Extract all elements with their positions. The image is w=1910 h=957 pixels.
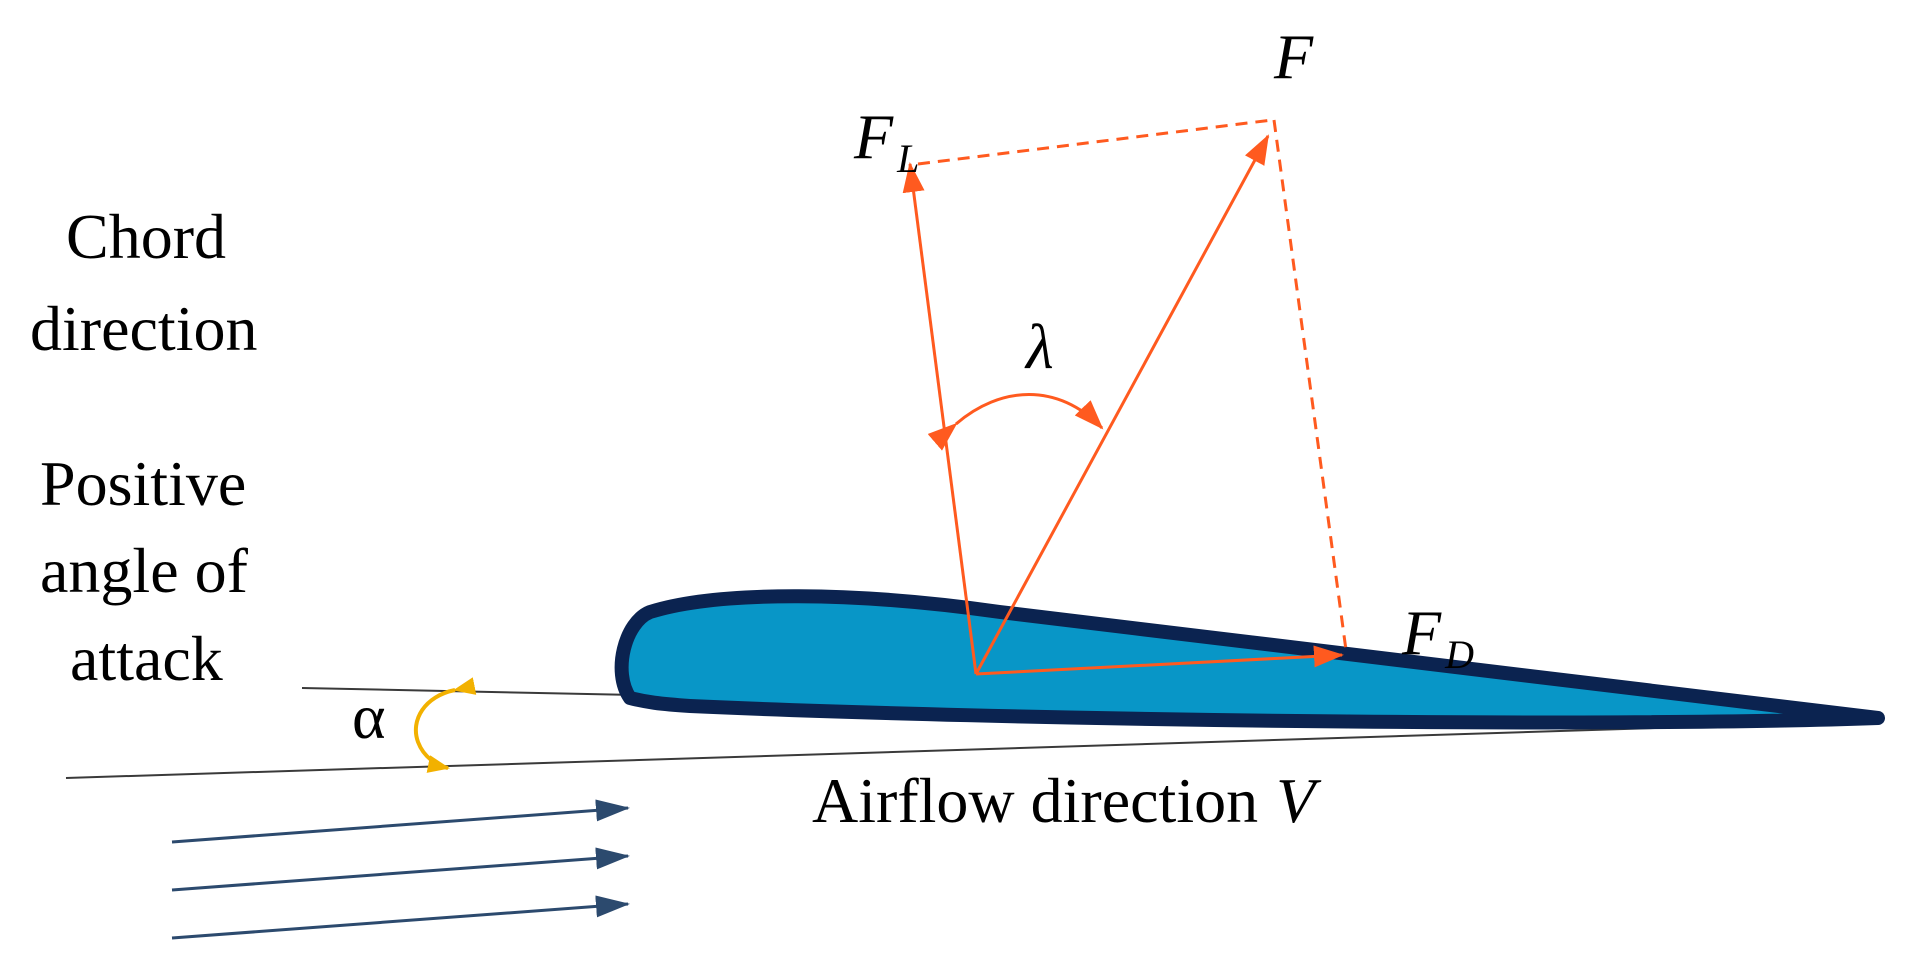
drag-force-vector: [975, 645, 1344, 676]
drag-force-label: F D: [1401, 597, 1474, 677]
lambda-label: λ: [1024, 311, 1054, 382]
aoa-label-line2: angle of: [40, 535, 249, 606]
aoa-label-line1: Positive: [40, 448, 246, 519]
airflow-arrow-3: [171, 895, 630, 940]
lambda-angle-arc: [927, 393, 1104, 451]
chord-direction-label-line2: direction: [30, 293, 257, 364]
lift-force-label: F L: [853, 101, 919, 181]
chord-direction-label-line1: Chord: [66, 201, 226, 272]
resultant-force-label: F: [1273, 21, 1314, 92]
alpha-label: α: [352, 681, 386, 752]
resultant-to-drag-dashed: [1272, 119, 1348, 651]
lift-to-resultant-dashed: [917, 118, 1273, 166]
aoa-label-line3: attack: [70, 623, 223, 694]
airflow-arrow-2: [171, 847, 630, 892]
airflow-arrow-1: [171, 799, 630, 844]
resultant-force-vector: [974, 134, 1270, 675]
airflow-direction-line: [65, 720, 1879, 779]
airflow-direction-label: Airflow direction V: [812, 765, 1322, 836]
alpha-angle-arc: [413, 677, 477, 773]
